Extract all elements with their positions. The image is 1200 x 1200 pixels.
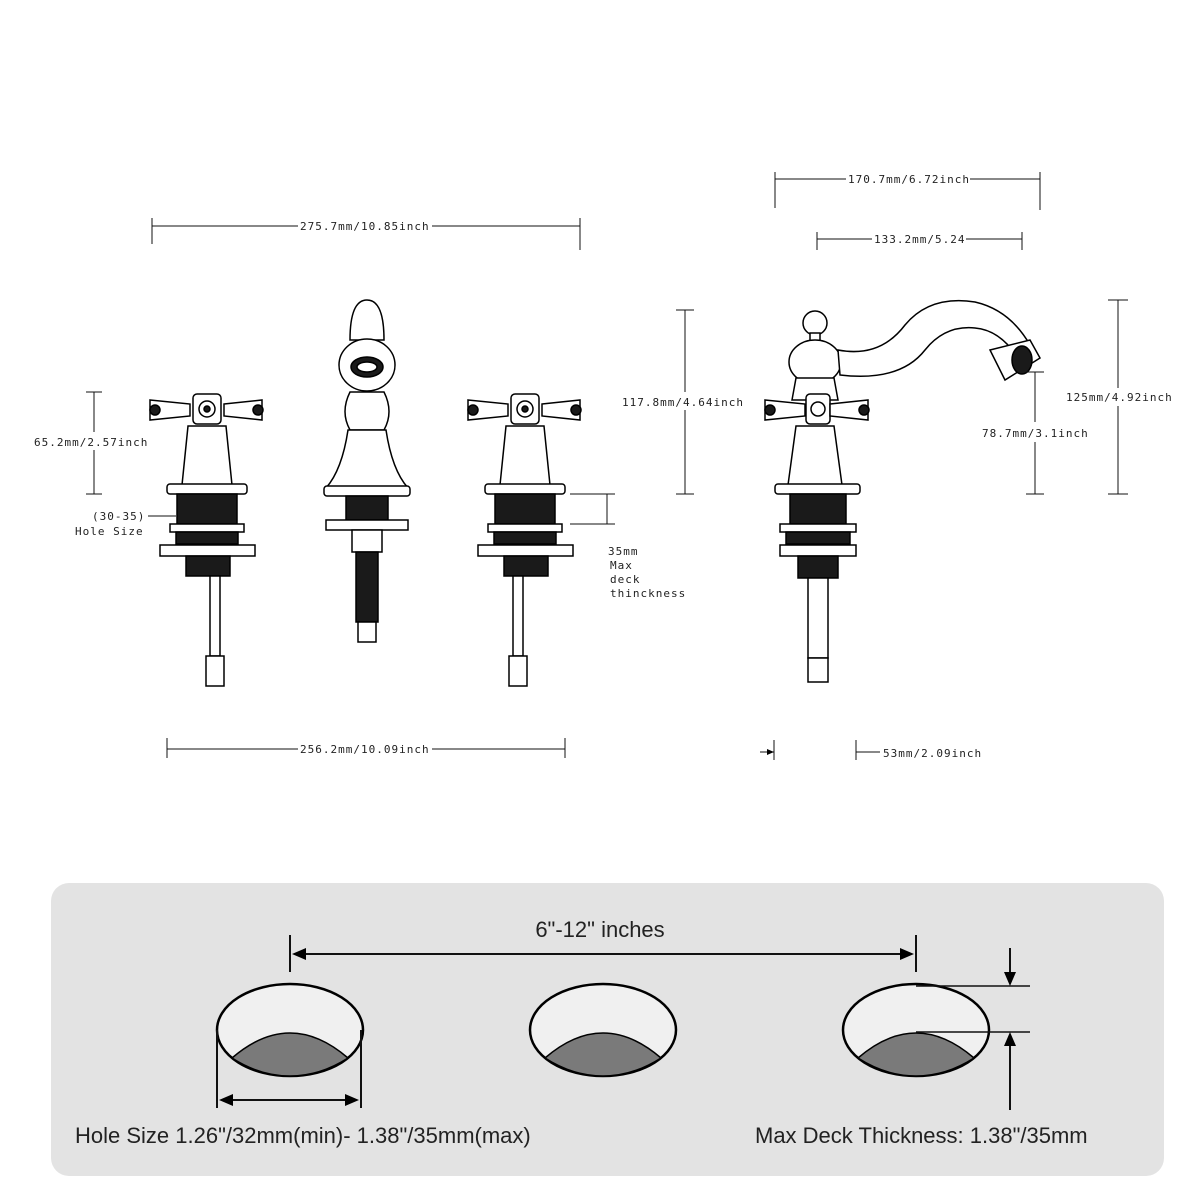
hole-size-caption: Hole Size [75, 525, 144, 538]
deck-thickness-caption: Max Deck Thickness: 1.38"/35mm [755, 1123, 1088, 1148]
hole-size-dimension [216, 1030, 362, 1108]
spout-reach-dimension: 133.2mm/5.24 [816, 232, 1023, 250]
outlet-height-dimension: 78.7mm/3.1inch [982, 371, 1089, 495]
hole-size-caption-bottom: Hole Size 1.26"/32mm(min)- 1.38"/35mm(ma… [75, 1123, 531, 1148]
deck-thickness-dimension: 35mm Max deck thinckness [570, 493, 686, 600]
mounting-hole-right [841, 982, 991, 1078]
spout-reach-total-label: 170.7mm/6.72inch [848, 173, 970, 186]
base-spacing-dimension: 256.2mm/10.09inch [166, 738, 566, 758]
deck-thickness-line-4: thinckness [610, 587, 686, 600]
deck-thickness-indicator [916, 948, 1030, 1110]
hole-spacing-dimension: 6"-12" inches [289, 917, 917, 972]
spout-front-drawing [323, 299, 411, 643]
deck-thickness-line-1: 35mm [608, 545, 639, 558]
base-diameter-dimension: 53mm/2.09inch [760, 740, 982, 760]
mounting-hole-left [215, 982, 365, 1078]
deck-thickness-line-3: deck [610, 573, 641, 586]
hole-spacing-label: 6"-12" inches [535, 917, 664, 942]
hole-size-range-label: (30-35) [92, 510, 145, 523]
handle-height-dimension: 65.2mm/2.57inch [34, 391, 148, 495]
right-handle-drawing [467, 393, 582, 687]
total-height-dimension: 125mm/4.92inch [1066, 299, 1173, 495]
overall-width-label: 275.7mm/10.85inch [300, 220, 430, 233]
mounting-hole-center [528, 982, 678, 1078]
handle-height-label: 65.2mm/2.57inch [34, 436, 148, 449]
base-spacing-label: 256.2mm/10.09inch [300, 743, 430, 756]
left-handle-drawing [149, 393, 264, 687]
hole-size-annotation: (30-35) Hole Size [75, 510, 176, 538]
total-height-label: 125mm/4.92inch [1066, 391, 1173, 404]
outlet-height-label: 78.7mm/3.1inch [982, 427, 1089, 440]
overall-width-dimension: 275.7mm/10.85inch [151, 218, 581, 250]
base-diameter-label: 53mm/2.09inch [883, 747, 982, 760]
spout-reach-total-dimension: 170.7mm/6.72inch [774, 172, 1041, 210]
deck-thickness-line-2: Max [610, 559, 633, 572]
side-view-drawing [764, 299, 1042, 683]
spout-reach-label: 133.2mm/5.24 [874, 233, 965, 246]
spout-height-dimension: 117.8mm/4.64inch [622, 309, 744, 495]
spout-height-label: 117.8mm/4.64inch [622, 396, 744, 409]
